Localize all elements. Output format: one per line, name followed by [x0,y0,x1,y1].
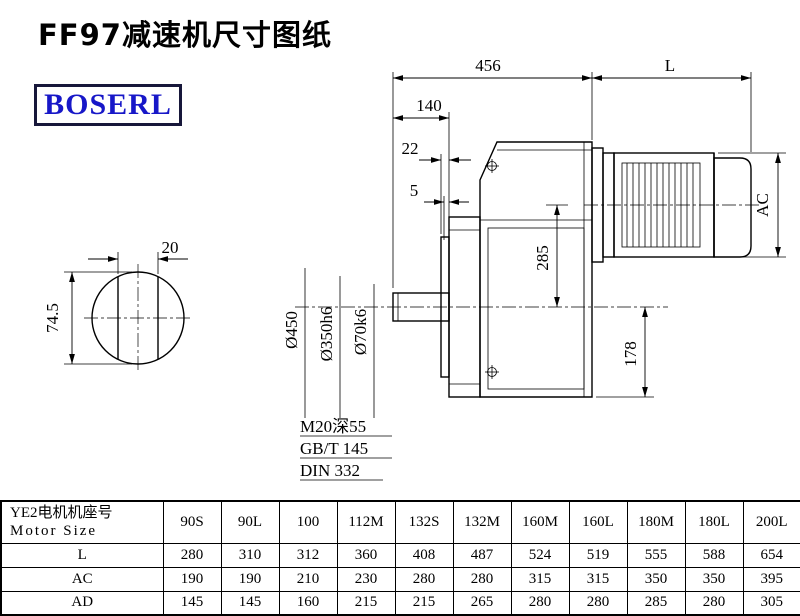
dim-value-cell: 555 [626,542,686,568]
frame-size-col-header: 112M [336,500,396,544]
dimensions: 456 L 140 22 5 AC 285 178 Ø450 Ø [282,56,786,481]
dim-value-cell: 215 [394,590,454,616]
dim-value-cell: 360 [336,542,396,568]
brand-logo-text: BOSERL [44,88,172,121]
page-title: FF97减速机尺寸图纸 [38,18,332,52]
dia-450-label: Ø450 [282,311,301,349]
dim-value-cell: 280 [684,590,744,616]
frame-size-col-header: 132S [394,500,454,544]
dim-140-label: 140 [416,96,442,115]
brand-logo: BOSERL [34,84,182,126]
dim-value-cell: 487 [452,542,512,568]
frame-size-col-header: 200L [742,500,800,544]
dim-value-cell: 145 [162,590,222,616]
dim-value-cell: 285 [626,590,686,616]
dim-22-label: 22 [402,139,419,158]
dim-20-label: 20 [162,238,179,257]
dim-value-cell: 312 [278,542,338,568]
dim-value-cell: 350 [684,566,744,592]
dim-AC-label: AC [753,193,772,217]
dim-456-label: 456 [475,56,501,75]
dim-value-cell: 315 [568,566,628,592]
frame-size-col-header: 180M [626,500,686,544]
dim-value-cell: 190 [220,566,280,592]
dim-value-cell: 215 [336,590,396,616]
motor-fins [626,163,694,247]
dim-value-cell: 280 [568,590,628,616]
gear-housing [479,141,593,398]
thread-note: M20深55 [300,417,366,436]
dim-value-cell: 305 [742,590,800,616]
din-standard-note: DIN 332 [300,461,360,480]
frame-size-col-header: 160L [568,500,628,544]
dim-value-cell: 524 [510,542,570,568]
frame-size-col-header: 100 [278,500,338,544]
fan-cowl [713,157,752,258]
frame-size-col-header: 132M [452,500,512,544]
dia-70-label: Ø70k6 [351,309,370,355]
frame-size-col-header: 160M [510,500,570,544]
dim-row-label: AC [0,566,164,592]
dim-74-5-label: 74.5 [43,303,62,333]
bolt-icon [485,159,499,379]
dia-350-label: Ø350h6 [317,307,336,362]
dim-value-cell: 190 [162,566,222,592]
dim-value-cell: 145 [220,590,280,616]
reducer-side-view [295,141,762,398]
dim-value-cell: 395 [742,566,800,592]
dim-value-cell: 654 [742,542,800,568]
dim-value-cell: 280 [162,542,222,568]
dim-L-label: L [665,56,675,75]
frame-size-col-header: 90S [162,500,222,544]
dim-row-label: AD [0,590,164,616]
frame-size-col-header: 90L [220,500,280,544]
dim-value-cell: 315 [510,566,570,592]
dim-value-cell: 280 [510,590,570,616]
dim-5-label: 5 [410,181,419,200]
shaft-section-view: 20 74.5 [43,238,192,372]
dim-value-cell: 588 [684,542,744,568]
dim-value-cell: 350 [626,566,686,592]
dim-value-cell: 280 [452,566,512,592]
dim-value-cell: 160 [278,590,338,616]
dim-value-cell: 230 [336,566,396,592]
dim-value-cell: 280 [394,566,454,592]
dim-value-cell: 519 [568,542,628,568]
dim-value-cell: 408 [394,542,454,568]
dim-285-label: 285 [533,245,552,271]
technical-drawing: 20 74.5 [43,56,786,481]
dim-value-cell: 210 [278,566,338,592]
frame-size-col-header: 180L [684,500,744,544]
dim-178-label: 178 [621,341,640,367]
dim-row-label: L [0,542,164,568]
dim-value-cell: 310 [220,542,280,568]
dim-value-cell: 265 [452,590,512,616]
gb-standard-note: GB/T 145 [300,439,368,458]
